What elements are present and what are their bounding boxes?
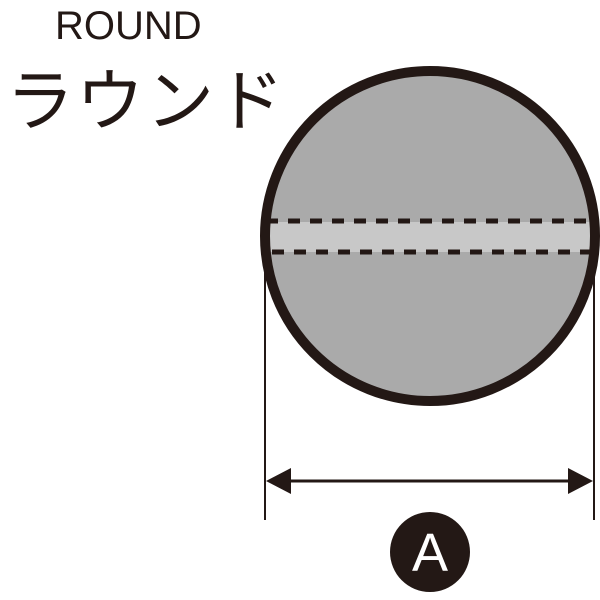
round-outline (260, 66, 600, 406)
arrow-right-icon (568, 468, 593, 494)
title-english: ROUND (55, 4, 202, 48)
dimension-a: A (264, 270, 595, 592)
label-a-text: A (412, 523, 448, 583)
center-band (266, 222, 595, 252)
title-japanese: ラウンド (6, 63, 287, 142)
arrow-left-icon (266, 468, 291, 494)
round-body (260, 66, 600, 406)
label-a-badge (390, 512, 470, 592)
